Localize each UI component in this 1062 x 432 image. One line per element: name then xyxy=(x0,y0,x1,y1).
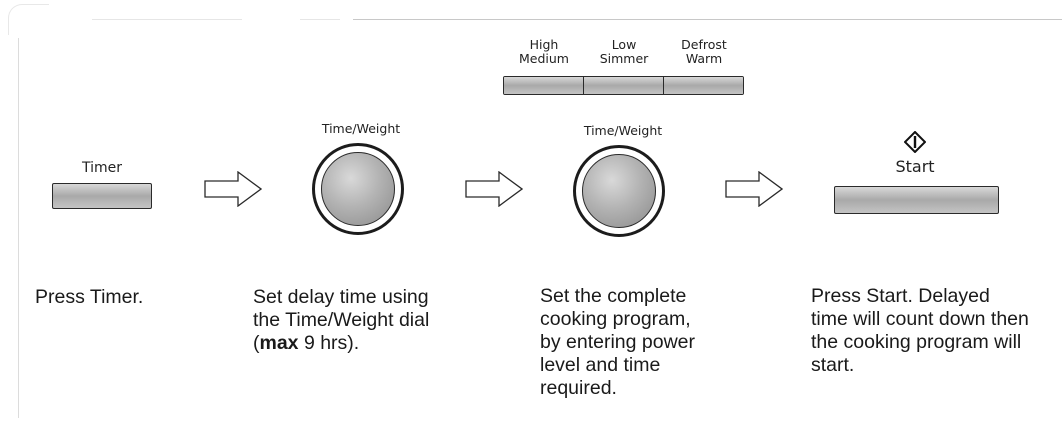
power-button-label-line2: Warm xyxy=(685,51,723,66)
frame-top-line xyxy=(353,19,1062,20)
step-3-line: Set the complete xyxy=(540,285,687,307)
high-medium-button[interactable] xyxy=(504,77,584,94)
step-4-line: Press Start. Delayed xyxy=(811,285,990,307)
frame-left-line xyxy=(18,38,19,418)
time-weight-dial[interactable] xyxy=(573,145,665,237)
arrow-right-icon xyxy=(204,171,262,207)
power-button-label-line2: Simmer xyxy=(599,51,649,66)
frame-top-line-faint xyxy=(300,19,340,20)
step-4-text: Press Start. Delayed time will count dow… xyxy=(811,285,1029,377)
step-3-line: by entering power xyxy=(540,331,696,353)
time-weight-dial[interactable] xyxy=(312,143,404,235)
arrow-right-icon xyxy=(465,171,523,207)
step-2-open-paren: ( xyxy=(253,332,260,354)
dial-label: Time/Weight xyxy=(321,121,401,136)
step-2-line: Set delay time using xyxy=(253,286,429,308)
step-3-line: level and time xyxy=(540,354,661,376)
timer-label: Timer xyxy=(81,160,123,176)
step-2-text: Set delay time using the Time/Weight dia… xyxy=(253,286,429,355)
power-button-label-line1: Low xyxy=(611,37,637,52)
power-button-label-line1: High xyxy=(529,37,559,52)
step-2-rest: 9 hrs). xyxy=(298,332,360,354)
dial-knob xyxy=(582,154,656,228)
step-3-line: required. xyxy=(540,377,617,399)
step-1-line: Press Timer. xyxy=(35,286,144,308)
low-simmer-button[interactable] xyxy=(584,77,664,94)
step-2-max-bold: max xyxy=(259,332,299,354)
dial-label: Time/Weight xyxy=(583,123,663,138)
step-4-line: time will count down then xyxy=(811,308,1029,330)
step-2-line: the Time/Weight dial xyxy=(253,309,430,331)
power-button-label-line1: Defrost xyxy=(681,37,727,52)
timer-button[interactable] xyxy=(52,183,152,209)
dial-knob xyxy=(321,152,395,226)
step-4-line: the cooking program will xyxy=(811,331,1022,353)
power-button-label: Low Simmer xyxy=(584,38,664,66)
start-diamond-icon xyxy=(904,131,926,153)
step-1-text: Press Timer. xyxy=(35,286,143,309)
power-level-buttons xyxy=(503,76,744,95)
start-label: Start xyxy=(895,157,935,176)
frame-corner xyxy=(8,4,49,35)
step-3-text: Set the complete cooking program, by ent… xyxy=(540,285,695,400)
power-button-label-line2: Medium xyxy=(519,51,569,66)
step-3-line: cooking program, xyxy=(540,308,691,330)
power-button-label: Defrost Warm xyxy=(664,38,744,66)
arrow-right-icon xyxy=(725,171,783,207)
defrost-warm-button[interactable] xyxy=(664,77,743,94)
frame-top-line-faint xyxy=(92,19,242,20)
start-button[interactable] xyxy=(834,186,999,214)
power-button-label: High Medium xyxy=(504,38,584,66)
step-4-line: start. xyxy=(811,354,855,376)
step-2-line-last: (max 9 hrs). xyxy=(253,332,429,355)
